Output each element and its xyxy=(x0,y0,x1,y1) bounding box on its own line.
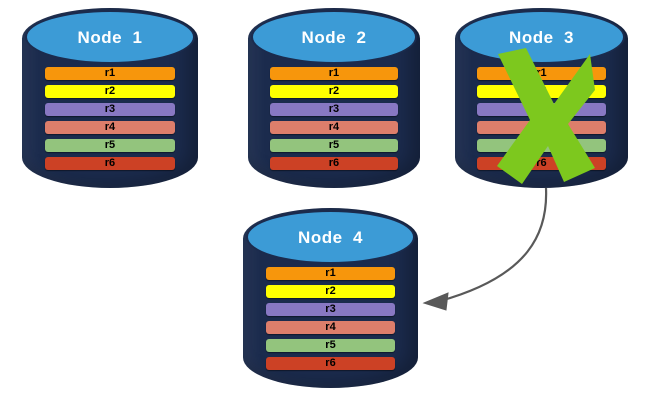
node-3-row-r3[interactable]: r3 xyxy=(477,103,606,117)
node-2-row-r4[interactable]: r4 xyxy=(270,121,398,135)
node-1-row-r6[interactable]: r6 xyxy=(44,157,176,171)
node-4-row-r4[interactable]: r4 xyxy=(265,321,396,335)
node-3-row-r1[interactable]: r1 xyxy=(477,67,606,81)
node-1[interactable]: Node 1 r1 r2 r3 r4 r5 r6 xyxy=(22,8,198,188)
node-2-row-r1[interactable]: r1 xyxy=(270,67,398,81)
node-2-cylinder-top xyxy=(250,10,418,64)
node-4-row-r1[interactable]: r1 xyxy=(265,267,396,281)
node-1-row-r5[interactable]: r5 xyxy=(44,139,176,153)
node-2-row-list: r1 r2 r3 r4 r5 r6 xyxy=(270,67,398,171)
node-3[interactable]: Node 3 r1 r2 r3 r4 r5 r6 xyxy=(455,8,628,188)
node-4-cylinder-top xyxy=(245,210,416,264)
node-2-row-r6[interactable]: r6 xyxy=(270,157,398,171)
node-4-row-r2[interactable]: r2 xyxy=(265,285,396,299)
replication-arrow-head xyxy=(422,292,449,311)
node-2-row-r5[interactable]: r5 xyxy=(270,139,398,153)
node-1-row-r2[interactable]: r2 xyxy=(44,85,176,99)
node-3-row-r2[interactable]: r2 xyxy=(477,85,606,99)
node-1-row-list: r1 r2 r3 r4 r5 r6 xyxy=(44,67,176,171)
node-2[interactable]: Node 2 r1 r2 r3 r4 r5 r6 xyxy=(248,8,420,188)
node-2-row-r2[interactable]: r2 xyxy=(270,85,398,99)
node-4-row-r6[interactable]: r6 xyxy=(265,357,396,371)
node-4-row-r3[interactable]: r3 xyxy=(265,303,396,317)
node-4-row-list: r1 r2 r3 r4 r5 r6 xyxy=(265,267,396,371)
node-1-row-r3[interactable]: r3 xyxy=(44,103,176,117)
node-2-row-r3[interactable]: r3 xyxy=(270,103,398,117)
node-3-cylinder-top xyxy=(457,10,626,64)
node-4[interactable]: Node 4 r1 r2 r3 r4 r5 r6 xyxy=(243,208,418,388)
node-1-row-r4[interactable]: r4 xyxy=(44,121,176,135)
node-3-row-r4[interactable]: r4 xyxy=(477,121,606,135)
node-3-row-r5[interactable]: r5 xyxy=(477,139,606,153)
node-3-row-r6[interactable]: r6 xyxy=(477,157,606,171)
node-3-row-list: r1 r2 r3 r4 r5 r6 xyxy=(477,67,606,171)
node-4-row-r5[interactable]: r5 xyxy=(265,339,396,353)
node-1-row-r1[interactable]: r1 xyxy=(44,67,176,81)
node-1-cylinder-top xyxy=(24,10,196,64)
replication-arrow-curve xyxy=(439,187,548,303)
